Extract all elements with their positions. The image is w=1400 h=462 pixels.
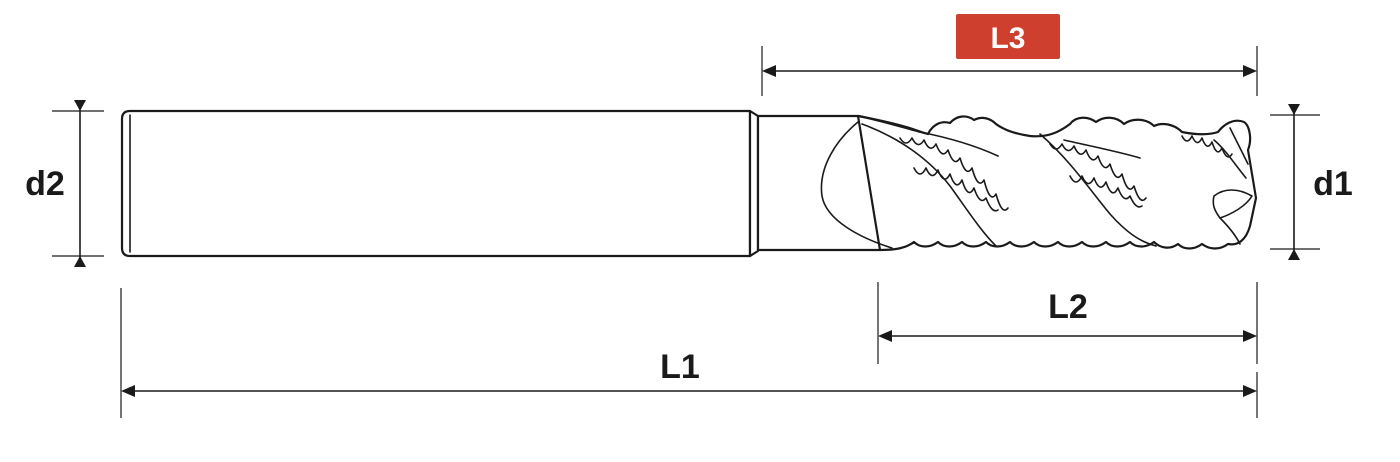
flute-left-edge xyxy=(820,121,893,249)
l2-label: L2 xyxy=(1048,288,1088,326)
chip-breaker-1 xyxy=(899,137,1009,211)
l1-dimension: L1 xyxy=(120,288,1258,418)
flute-mid-helix-2 xyxy=(1063,139,1141,159)
tip-facet-center xyxy=(1212,189,1253,219)
l1-label: L1 xyxy=(660,348,700,386)
flute-body-outline xyxy=(856,114,1258,252)
l2-arrow-right xyxy=(1243,330,1257,342)
l3-arrow-left xyxy=(762,65,776,77)
flute-mid-edge xyxy=(1039,133,1157,247)
l3-badge xyxy=(956,14,1060,59)
d2-dimension: d2 xyxy=(25,100,104,267)
l1-arrow-left xyxy=(121,385,135,397)
d1-dimension: d1 xyxy=(1270,104,1353,260)
chip-breaker-3 xyxy=(1049,143,1147,202)
d2-arrow-bottom xyxy=(74,256,86,267)
l3-label: L3 xyxy=(990,22,1025,55)
shank-outline xyxy=(120,109,752,258)
tool-cutting-head xyxy=(756,114,1258,252)
flute-left-helix xyxy=(861,123,997,247)
d1-label: d1 xyxy=(1313,165,1353,203)
chip-breaker-4 xyxy=(1069,175,1143,208)
l1-arrow-right xyxy=(1243,385,1257,397)
l2-dimension: L2 xyxy=(877,282,1258,364)
tip-facet-upper xyxy=(1213,139,1247,179)
tip-gash xyxy=(1229,127,1249,165)
chip-breaker-5 xyxy=(1181,135,1233,158)
d1-arrow-bottom xyxy=(1288,249,1300,260)
flute-mid-helix xyxy=(919,131,999,157)
l3-dimension: L3 xyxy=(761,14,1258,96)
l2-arrow-left xyxy=(878,330,892,342)
chip-breaker-2 xyxy=(913,167,999,212)
d1-arrow-top xyxy=(1288,104,1300,115)
l3-arrow-right xyxy=(1243,65,1257,77)
d2-label: d2 xyxy=(25,165,65,203)
tip-facet-lower xyxy=(1219,217,1241,245)
shank-step xyxy=(748,109,760,258)
tool-shank xyxy=(120,109,760,258)
d2-arrow-top xyxy=(74,100,86,111)
